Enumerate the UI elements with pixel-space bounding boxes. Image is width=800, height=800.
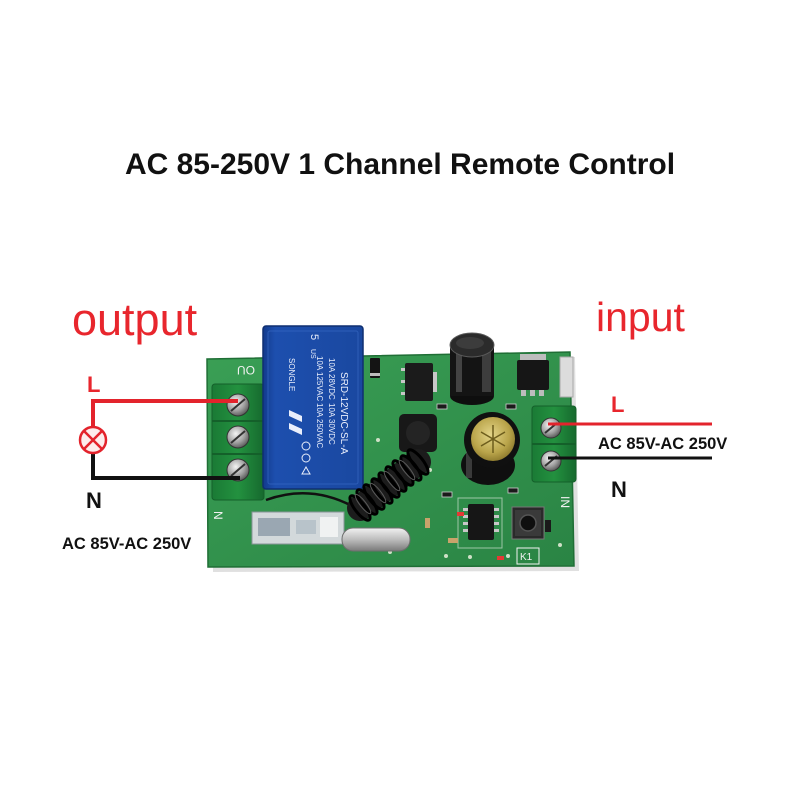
output-voltage-label: AC 85V-AC 250V (62, 535, 191, 553)
input-voltage-label: AC 85V-AC 250V (598, 435, 727, 453)
silkscreen-input-mark: IN (558, 496, 572, 508)
relay-rating: 10A 125VAC (315, 356, 324, 401)
relay-rating: 10A 28VDC (327, 358, 336, 400)
relay-pin-mark: 5 (308, 334, 320, 340)
silkscreen-neutral-mark: N (211, 511, 225, 520)
relay-certification-marks (301, 441, 311, 475)
rf-receiver-module (251, 511, 345, 545)
relay-brand: SONGLE (287, 358, 296, 391)
smd-resistors (425, 403, 551, 543)
relay: 5 US SONGLE 10A 125VAC 10A 250VAC 10A 28… (262, 325, 364, 490)
relay-model: SRD-12VDC-SL-A (338, 372, 349, 455)
sot223-transistor (517, 354, 549, 396)
antenna-coil (265, 448, 431, 522)
output-neutral-wire (91, 453, 240, 480)
push-button-k1 (511, 506, 545, 540)
input-heading: input (596, 294, 686, 340)
relay-cert-mark: US (309, 349, 316, 359)
regulator-ic (401, 363, 437, 401)
relay-rating: 10A 250VAC (315, 403, 324, 448)
decoder-ic (463, 504, 499, 540)
input-terminal-block (531, 405, 577, 483)
output-wiring (78, 399, 240, 480)
power-inductor (399, 414, 437, 452)
output-live-label: L (87, 372, 100, 397)
output-live-wire (91, 399, 238, 427)
lamp-icon (78, 425, 108, 455)
silkscreen-out-mark: OU (237, 363, 255, 377)
crystal-oscillator (341, 527, 411, 552)
relay-rating: 10A 30VDC (327, 403, 336, 445)
terminal-screw (226, 458, 250, 482)
terminal-screw (540, 417, 562, 439)
status-leds (457, 512, 504, 560)
input-neutral-label: N (611, 477, 627, 502)
electrolytic-capacitor-gold-top (461, 412, 520, 485)
button-silkscreen-box (516, 547, 540, 565)
input-live-label: L (611, 392, 624, 417)
button-label-k1: K1 (520, 552, 533, 563)
terminal-screw (226, 393, 250, 417)
pin-header (559, 356, 574, 398)
terminal-screw (540, 450, 562, 472)
ic-silkscreen-box (457, 497, 503, 549)
terminal-screw (226, 425, 250, 449)
input-wiring (548, 422, 712, 460)
page-title: AC 85-250V 1 Channel Remote Control (125, 148, 675, 181)
electrolytic-capacitor (449, 332, 495, 405)
output-heading: output (72, 294, 198, 345)
relay-brand-logo (289, 410, 302, 435)
diode (370, 358, 380, 378)
antenna-wire (265, 492, 353, 508)
output-neutral-label: N (86, 488, 102, 513)
